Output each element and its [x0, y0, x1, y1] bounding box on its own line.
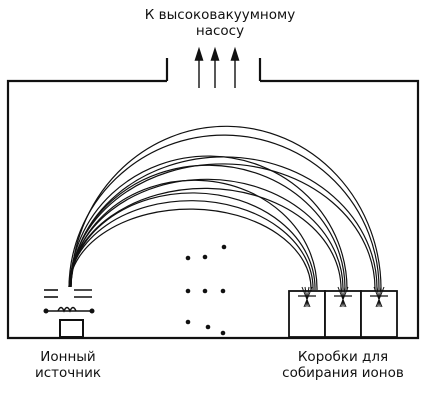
ion-trajectory — [69, 155, 348, 292]
collector-beam — [373, 286, 383, 308]
collector-beam — [340, 286, 345, 308]
collectors-label-line1: Коробки для — [297, 349, 389, 365]
collector-beam — [377, 286, 382, 308]
vacuum-chamber — [6, 79, 420, 340]
pump-label: К высоковакуумному насосу — [110, 7, 330, 39]
collector-beam — [304, 286, 309, 308]
collector-beams — [298, 286, 388, 308]
ion-source-label-line2: источник — [34, 365, 102, 381]
ion-trajectory — [69, 163, 376, 292]
ion-trajectory — [68, 200, 314, 291]
collectors-label-line2: собирания ионов — [282, 365, 404, 381]
collector-beam — [301, 286, 311, 308]
up-arrow-icon — [210, 46, 220, 88]
filament-coil — [57, 306, 77, 313]
ion-trajectory — [68, 208, 312, 292]
ion-source-label-line1: Ионный — [40, 349, 96, 365]
ion-trajectories — [68, 125, 382, 292]
ion-source-label: Ионный источник — [20, 349, 116, 381]
magnetic-field-markers — [185, 244, 227, 336]
ion-trajectory — [69, 178, 344, 291]
pump-label-line1: К высоковакуумному — [144, 7, 296, 23]
ion-trajectory — [69, 192, 316, 291]
pump-arrows — [194, 46, 240, 88]
ionization-chamber — [59, 319, 84, 338]
ion-trajectory — [68, 187, 342, 292]
collector-beam — [337, 286, 347, 308]
ion-source — [43, 289, 95, 338]
collector-beam — [375, 286, 385, 308]
collector-beam — [305, 286, 310, 308]
collector-beam — [303, 286, 313, 308]
collectors-label: Коробки для собирания ионов — [268, 349, 418, 381]
pump-outlet-tube — [165, 58, 262, 81]
source-terminal — [43, 308, 49, 314]
up-arrow-icon — [194, 46, 204, 88]
source-terminal — [89, 308, 95, 314]
collector-beam — [341, 286, 346, 308]
ion-trajectory — [70, 156, 378, 291]
up-arrow-icon — [230, 46, 240, 88]
collector-beam — [376, 286, 381, 308]
collector-beam — [339, 286, 349, 308]
ion-trajectory — [70, 125, 382, 292]
pump-label-line2: насосу — [195, 23, 245, 39]
